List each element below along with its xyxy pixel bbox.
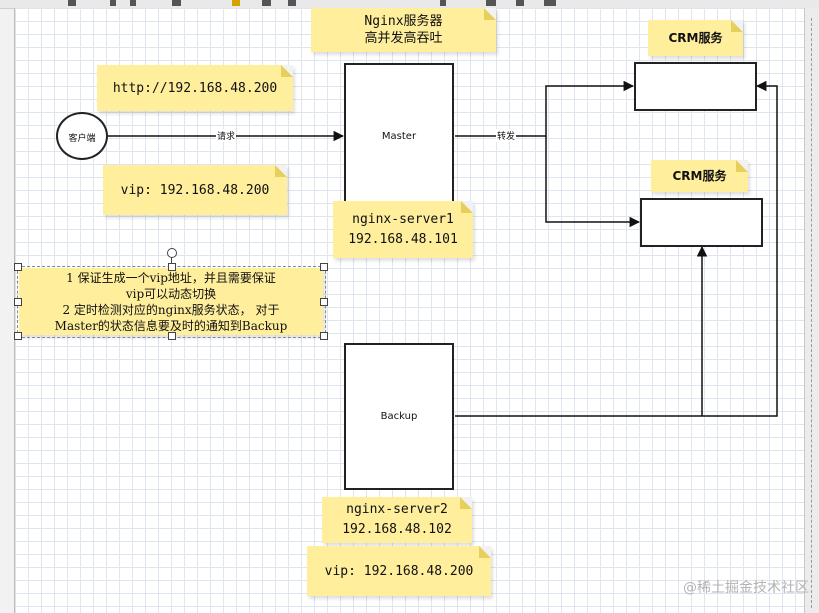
vip-note-top[interactable]: vip: 192.168.48.200 [103,165,287,215]
nginx-title-line2: 高并发高吞吐 [364,31,443,46]
right-panel-edge [804,8,819,613]
toolbar-lock-icon[interactable] [516,0,524,6]
backup-label: Backup [380,411,418,422]
server1-line2: 192.168.48.101 [348,231,458,247]
desc-line3: 2 定时检测对应的nginx服务状态， 对于 [62,302,280,317]
rotate-handle[interactable] [167,248,177,258]
backup-node[interactable]: Backup [344,343,454,490]
toolbar-fill-icon[interactable] [232,0,240,6]
resize-handle-br[interactable] [320,332,328,340]
crm-note-2[interactable]: CRM服务 [651,160,748,192]
http-note[interactable]: http://192.168.48.200 [97,65,293,111]
crm-box-1[interactable] [634,62,757,111]
forward-connector-crm2[interactable] [545,136,641,228]
server2-line1: nginx-server2 [346,502,448,517]
toolbar-font-color-icon[interactable] [172,0,181,6]
toolbar-italic-icon[interactable] [110,0,116,6]
http-text: http://192.168.48.200 [112,80,278,96]
desc-line4: Master的状态信息要及时的通知到Backup [54,318,288,333]
watermark: @稀土掘金技术社区 [683,580,809,596]
rotate-stem [171,256,172,264]
desc-line2: vip可以动态切换 [125,286,217,301]
resize-handle-bl[interactable] [14,332,22,340]
toolbar-bold-icon[interactable] [68,0,76,6]
backup-connector-crm1[interactable] [455,80,778,417]
vip-bottom-text: vip: 192.168.48.200 [324,563,474,579]
toolbar-more-icon[interactable] [544,0,556,6]
resize-handle-tr[interactable] [320,263,328,271]
forward-label: 转发 [496,129,517,142]
resize-handle-tl[interactable] [14,263,22,271]
toolbar-arrange-icon[interactable] [440,0,446,6]
resize-handle-mr[interactable] [320,298,328,306]
crm-note-1-text: CRM服务 [668,30,723,45]
selection-outline [17,266,326,338]
resize-handle-ml[interactable] [14,298,22,306]
toolbar-group-icon[interactable] [486,0,496,6]
toolbar-line-icon[interactable] [262,0,271,6]
resize-handle-tc[interactable] [168,263,176,271]
desc-line1: 1 保证生成一个vip地址，并且需要保证 [66,270,276,285]
resize-handle-bc[interactable] [168,332,176,340]
description-note[interactable]: 1 保证生成一个vip地址，并且需要保证 vip可以动态切换 2 定时检测对应的… [19,268,323,335]
server1-line1: nginx-server1 [352,211,454,227]
client-label: 客户端 [68,134,96,144]
server2-line2: 192.168.48.102 [342,522,452,537]
nginx-title-line1: Nginx服务器 [364,14,443,29]
crm-note-2-text: CRM服务 [672,168,727,183]
server1-note[interactable]: nginx-server1 192.168.48.101 [333,201,473,258]
vip-top-text: vip: 192.168.48.200 [120,182,270,198]
server2-note[interactable]: nginx-server2 192.168.48.102 [322,497,472,543]
nginx-title-note[interactable]: Nginx服务器 高并发高吞吐 [311,8,496,52]
forward-connector-crm1[interactable] [455,80,635,137]
toolbar-align-icon[interactable] [288,0,296,6]
client-node[interactable]: 客户端 [56,112,108,160]
toolbar-underline-icon[interactable] [130,0,136,6]
request-label: 请求 [216,129,237,142]
master-node[interactable]: Master [344,63,454,210]
vip-note-bottom[interactable]: vip: 192.168.48.200 [307,546,491,596]
crm-box-2[interactable] [640,198,763,247]
master-label: Master [381,131,417,142]
crm-note-1[interactable]: CRM服务 [648,20,743,56]
